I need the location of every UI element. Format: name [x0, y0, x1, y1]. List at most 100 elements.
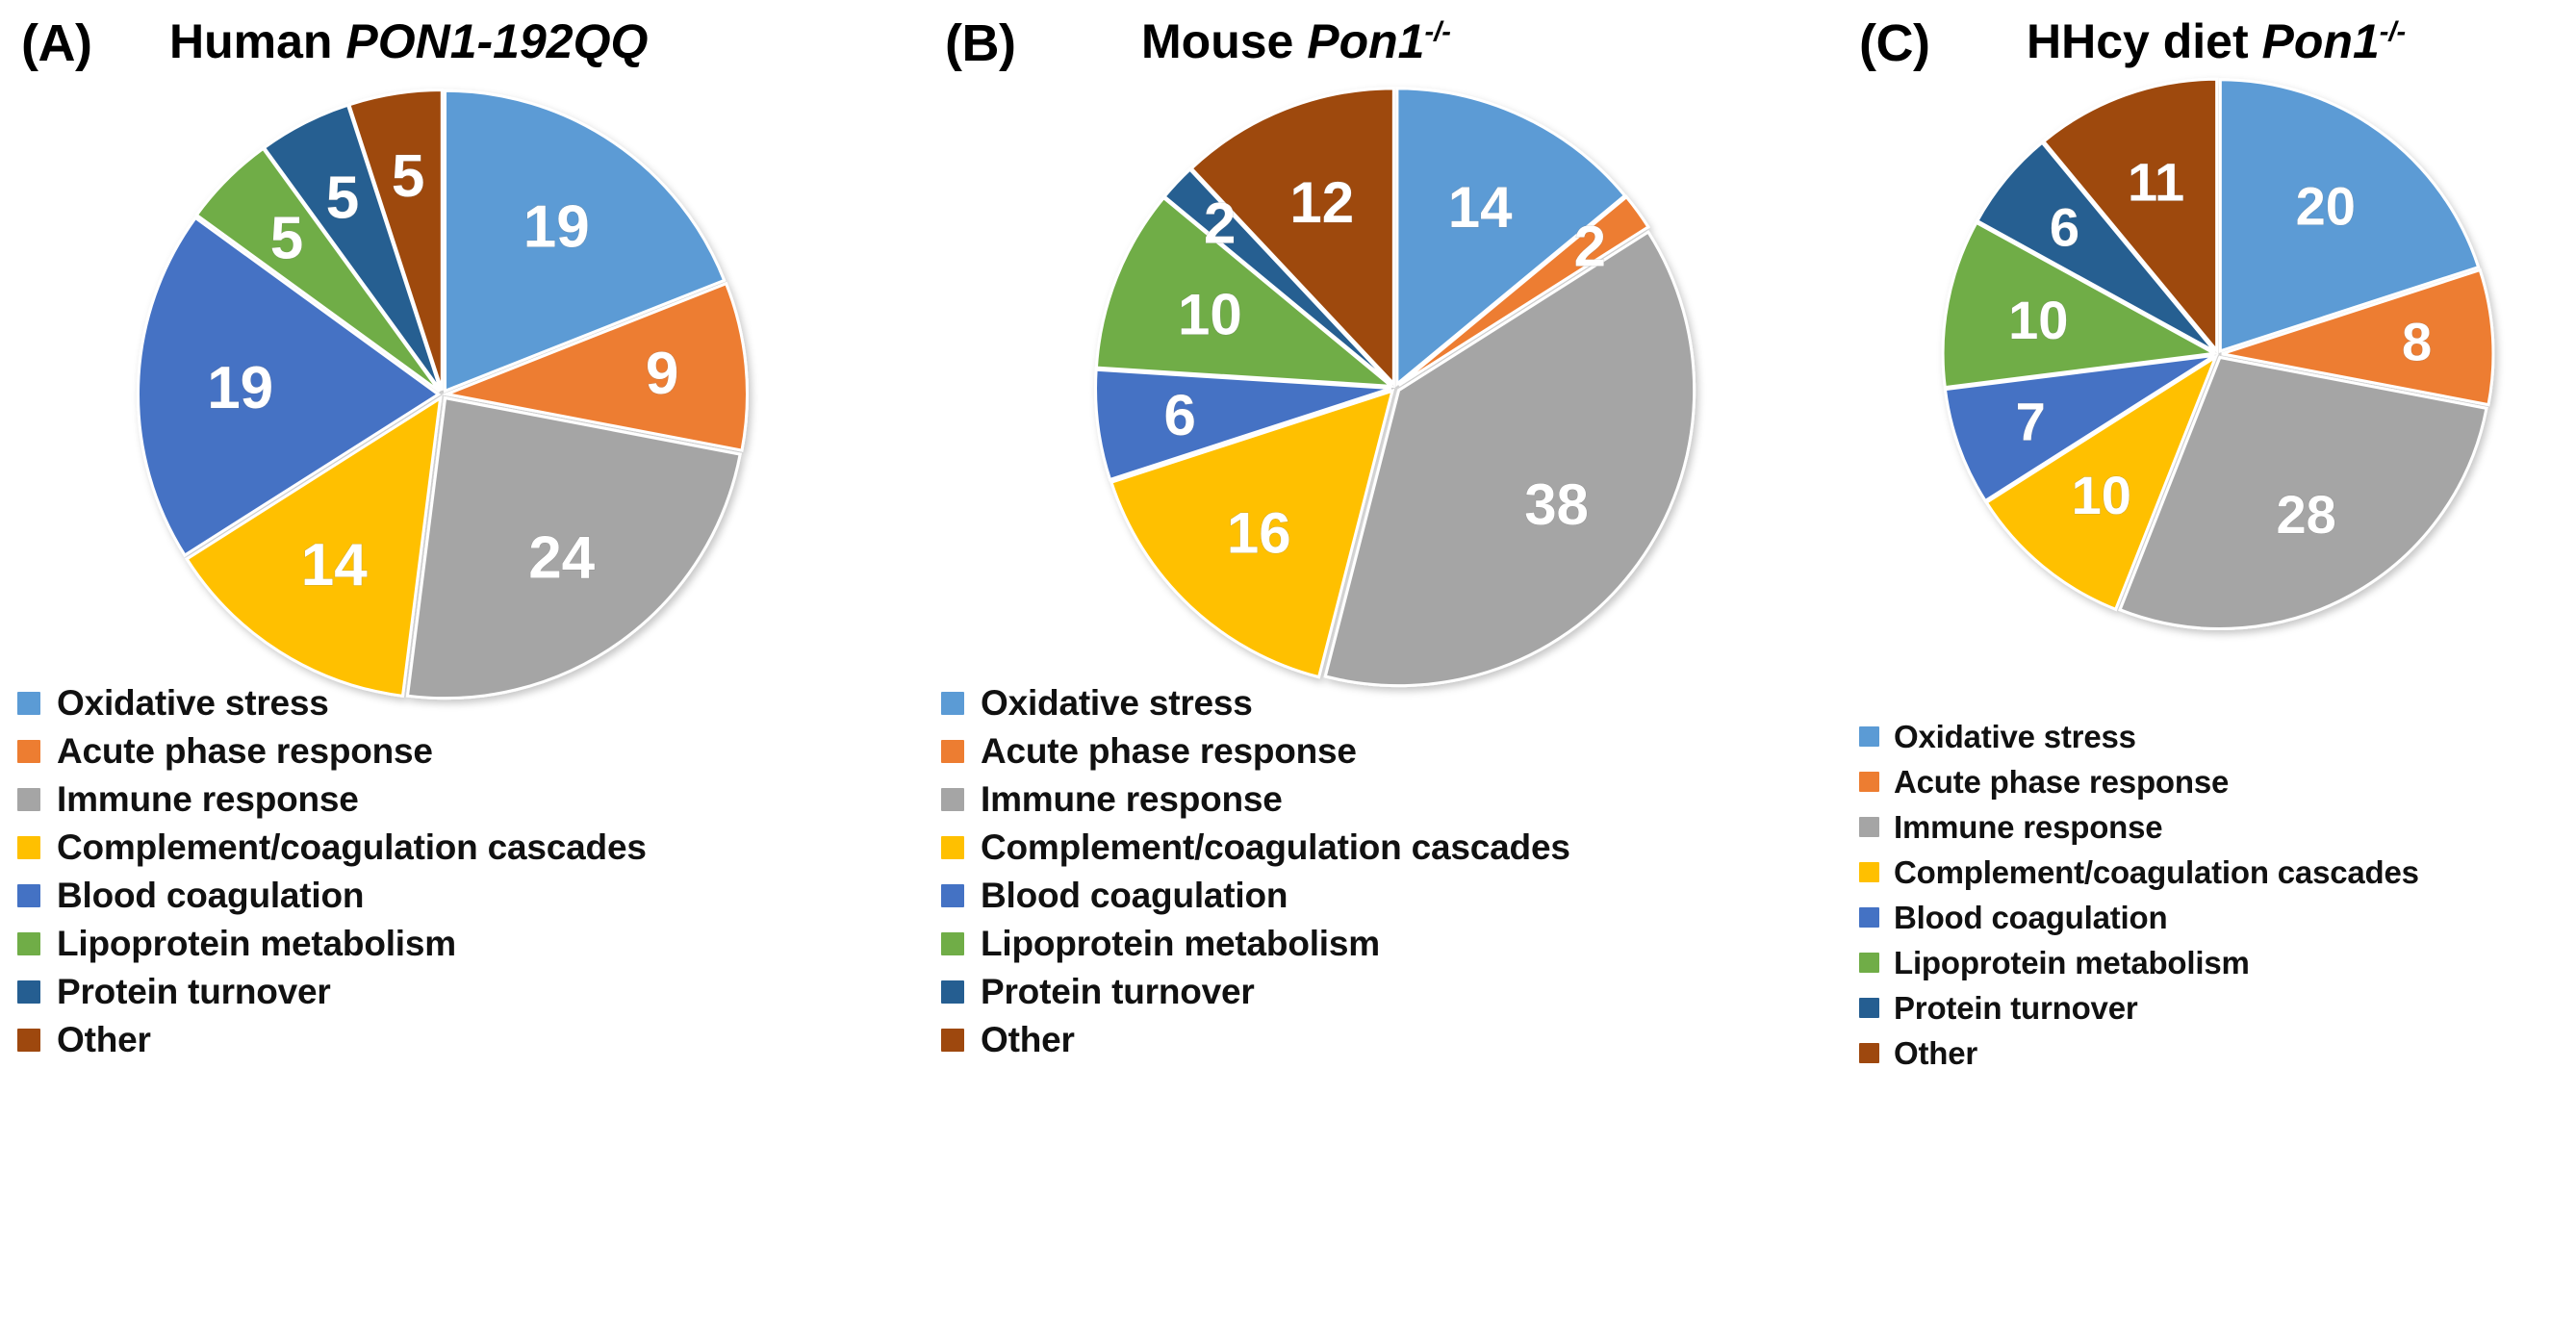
pie-slice[interactable] — [1109, 389, 1395, 679]
legend-swatch-icon — [941, 740, 964, 763]
pie-slice[interactable] — [185, 394, 443, 699]
pie-slice[interactable] — [2118, 355, 2488, 630]
legend-item[interactable]: Acute phase response — [1859, 759, 2419, 804]
panel-b-title: Mouse Pon1-/- — [1141, 13, 1451, 69]
legend-label: Blood coagulation — [57, 876, 365, 915]
legend-label: Blood coagulation — [981, 876, 1288, 915]
legend-label: Acute phase response — [981, 731, 1357, 771]
legend-item[interactable]: Oxidative stress — [1859, 714, 2419, 759]
panel-c-title-sup: -/- — [2379, 16, 2407, 48]
panel-c-label: (C) — [1859, 14, 1930, 72]
legend-item[interactable]: Blood coagulation — [1859, 895, 2419, 940]
pie-slice[interactable] — [1162, 167, 1393, 387]
legend-swatch-icon — [941, 692, 964, 715]
pie-slice[interactable] — [1941, 220, 2219, 390]
legend-item[interactable]: Complement/coagulation cascades — [941, 824, 1570, 872]
legend-item[interactable]: Blood coagulation — [941, 872, 1570, 920]
legend-item[interactable]: Lipoprotein metabolism — [1859, 940, 2419, 985]
legend-swatch-icon — [1859, 953, 1879, 973]
legend-item[interactable]: Protein turnover — [17, 968, 647, 1016]
legend-swatch-icon — [17, 1029, 40, 1052]
pie-slice-value: 10 — [2008, 290, 2068, 350]
pie-slice-value: 12 — [1289, 170, 1354, 235]
pie-slice-value: 9 — [646, 341, 678, 407]
pie-slice[interactable] — [2041, 77, 2219, 355]
panel-a-title: Human PON1-192QQ — [169, 13, 648, 69]
legend-swatch-icon — [1859, 907, 1879, 928]
legend-label: Immune response — [57, 779, 359, 819]
panel-a-label: (A) — [21, 14, 92, 72]
legend-label: Lipoprotein metabolism — [57, 924, 456, 963]
panel-a-title-prefix: Human — [169, 14, 346, 68]
pie-slice-value: 6 — [2050, 197, 2079, 258]
legend-item[interactable]: Oxidative stress — [941, 679, 1570, 727]
pie-slice-value: 5 — [270, 205, 303, 271]
legend-item[interactable]: Lipoprotein metabolism — [941, 920, 1570, 968]
legend-item[interactable]: Other — [17, 1016, 647, 1064]
legend-item[interactable]: Immune response — [17, 776, 647, 824]
pie-slice[interactable] — [1094, 368, 1391, 482]
legend-item[interactable]: Complement/coagulation cascades — [1859, 850, 2419, 895]
legend-label: Oxidative stress — [57, 683, 329, 723]
legend-item[interactable]: Acute phase response — [17, 727, 647, 776]
legend-item[interactable]: Other — [1859, 1030, 2419, 1076]
legend-item[interactable]: Acute phase response — [941, 727, 1570, 776]
legend-item[interactable]: Immune response — [941, 776, 1570, 824]
legend-item[interactable]: Protein turnover — [941, 968, 1570, 1016]
panel-b-label: (B) — [945, 14, 1016, 72]
pie-slice[interactable] — [1984, 353, 2219, 612]
legend-label: Other — [1894, 1034, 1978, 1071]
pie-slice[interactable] — [1094, 195, 1396, 389]
pie-slice[interactable] — [444, 89, 727, 394]
pie-slice-value: 2 — [1204, 191, 1236, 255]
panel-c-title: HHcy diet Pon1-/- — [2027, 13, 2406, 69]
pie-slice[interactable] — [2221, 267, 2495, 407]
legend-label: Immune response — [981, 779, 1283, 819]
pie-slice-value: 10 — [1178, 282, 1242, 346]
legend-swatch-icon — [17, 788, 40, 811]
pie-slice[interactable] — [1943, 353, 2216, 503]
legend-swatch-icon — [17, 932, 40, 955]
pie-slice[interactable] — [137, 216, 442, 558]
pie-slice[interactable] — [346, 89, 444, 392]
legend-item[interactable]: Complement/coagulation cascades — [17, 824, 647, 872]
pie-slice[interactable] — [442, 281, 749, 452]
legend-item[interactable]: Oxidative stress — [17, 679, 647, 727]
pie-slice[interactable] — [1975, 140, 2217, 353]
legend-swatch-icon — [1859, 817, 1879, 837]
pie-slice[interactable] — [1395, 87, 1627, 388]
pie-slice-value: 19 — [523, 193, 590, 260]
pie-slice-value: 7 — [2016, 392, 2046, 452]
pie-slice[interactable] — [2218, 78, 2481, 353]
legend-label: Protein turnover — [1894, 989, 2138, 1026]
pie-slice[interactable] — [1323, 230, 1696, 688]
pie-slice-value: 14 — [301, 532, 368, 598]
pie-slice-value: 5 — [392, 143, 424, 210]
pie-slice[interactable] — [1397, 194, 1650, 387]
legend-swatch-icon — [941, 788, 964, 811]
pie-slice[interactable] — [1189, 87, 1395, 388]
legend-item[interactable]: Other — [941, 1016, 1570, 1064]
legend-swatch-icon — [941, 884, 964, 907]
pie-slice-value: 11 — [2128, 152, 2184, 213]
legend-item[interactable]: Blood coagulation — [17, 872, 647, 920]
legend-item[interactable]: Protein turnover — [1859, 985, 2419, 1030]
pie-slice-value: 2 — [1574, 214, 1606, 278]
pie-slice-value: 16 — [1227, 500, 1291, 565]
legend-item[interactable]: Lipoprotein metabolism — [17, 920, 647, 968]
pie-slice-value: 10 — [2072, 465, 2131, 525]
legend-swatch-icon — [17, 884, 40, 907]
pie-slice-value: 6 — [1164, 383, 1196, 447]
legend-item[interactable]: Immune response — [1859, 804, 2419, 850]
legend-label: Acute phase response — [1894, 763, 2230, 800]
legend-label: Complement/coagulation cascades — [1894, 853, 2419, 890]
pie-slice[interactable] — [405, 395, 742, 700]
legend-swatch-icon — [941, 1029, 964, 1052]
legend-swatch-icon — [1859, 772, 1879, 792]
legend-swatch-icon — [17, 740, 40, 763]
legend-label: Lipoprotein metabolism — [1894, 944, 2250, 980]
